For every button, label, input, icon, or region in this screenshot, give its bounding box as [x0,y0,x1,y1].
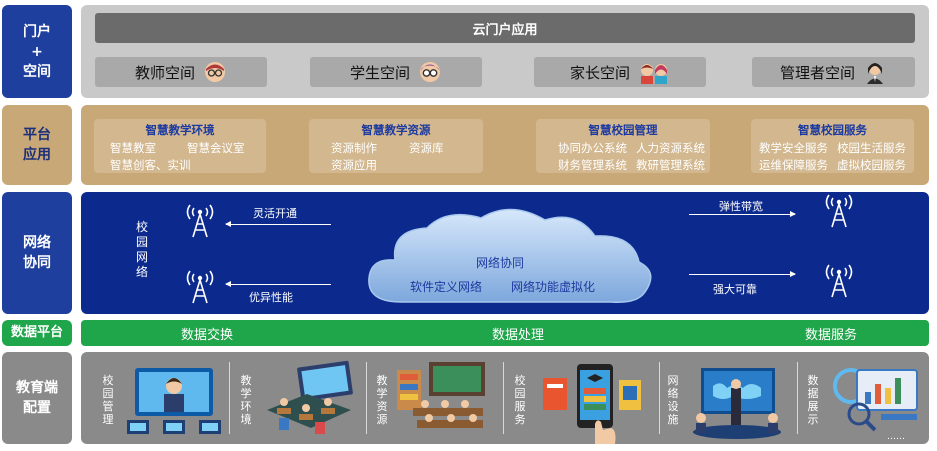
strong-reliability-label: 强大可靠 [713,283,757,296]
campus-network-label: 校园网络 [135,220,148,279]
data-platform-bar: 数据交换 数据处理 数据服务 [81,320,929,346]
data-display-illustration [833,368,918,432]
platform-item: 协同办公系统 [558,141,627,155]
excellent-performance-label: 优异性能 [249,291,293,304]
platform-item: 财务管理系统 [558,158,627,172]
antenna-icon [186,204,214,238]
terminal-label: 校园服务 [514,374,526,426]
terminal-section: 校园管理 教学环境 教学资源 校园服务 [81,352,929,444]
parents-avatar-icon [641,64,667,84]
terminal-label: 数据展示 [807,374,819,426]
platform-item: 智慧教室 [110,141,156,155]
arrow-left-bottom [225,281,331,287]
platform-box-teaching-env: 智慧教学环境 智慧教室 智慧会议室 智慧创客、实训 [94,119,266,173]
terminal-label: 网络设施 [667,374,679,426]
space-label: 管理者空间 [779,63,855,82]
platform-item: 智慧会议室 [187,141,245,155]
divider [797,362,798,434]
campus-management-illustration [127,368,221,434]
divider [229,362,230,434]
terminal-label: 教学环境 [240,374,252,426]
teaching-resources-illustration [397,362,485,428]
row-label-network: 网络 协同 [2,192,72,314]
cloud-icon [368,208,652,304]
space-manager: 管理者空间 [752,57,915,87]
row-label-data: 数据平台 [2,320,72,346]
teacher-avatar-icon [205,62,225,82]
elastic-bandwidth-label: 弹性带宽 [719,200,763,213]
platform-item: 智慧创客、实训 [110,158,191,172]
platform-item: 人力资源系统 [636,141,705,155]
platform-item: 资源制作 [331,141,377,155]
platform-box-title: 智慧教学资源 [361,123,431,137]
divider [659,362,660,434]
arrow-right-top [689,211,796,217]
platform-box-title: 智慧教学环境 [145,123,215,137]
network-section: 校园网络 灵活开通 优异性能 弹性带宽 强大可靠 [81,192,929,314]
arrow-right-bottom [689,271,796,277]
campus-services-illustration [543,364,641,444]
row-label-platform: 平台 应用 [2,105,72,185]
platform-box-campus-management: 智慧校园管理 协同办公系统 人力资源系统 财务管理系统 教研管理系统 [536,119,710,173]
arrow-left-top [225,221,331,227]
divider [366,362,367,434]
nfv-label: 网络功能虚拟化 [511,280,596,294]
platform-item: 运维保障服务 [759,158,828,172]
platform-box-teaching-resources: 智慧教学资源 资源制作 资源库 资源应用 [309,119,483,173]
data-processing-label: 数据处理 [492,328,545,343]
cloud-title: 网络协同 [476,256,525,270]
data-service-label: 数据服务 [805,328,858,343]
more-ellipsis: …… [887,432,905,442]
platform-item: 资源库 [409,141,444,155]
platform-box-title: 智慧校园管理 [588,123,658,137]
network-facilities-illustration [693,368,781,439]
sdn-label: 软件定义网络 [410,280,483,294]
divider [503,362,504,434]
platform-box-title: 智慧校园服务 [798,123,867,137]
cloud-portal-bar: 云门户应用 [95,13,915,43]
platform-item: 校园生活服务 [837,141,906,155]
row-label-terminal: 教育端 配置 [2,352,72,444]
teaching-environment-illustration [267,360,353,434]
platform-item: 教研管理系统 [636,158,705,172]
space-label: 学生空间 [349,63,410,82]
platform-item: 虚拟校园服务 [837,158,906,172]
platform-item: 资源应用 [331,158,377,172]
platform-box-campus-services: 智慧校园服务 教学安全服务 校园生活服务 运维保障服务 虚拟校园服务 [751,119,914,173]
student-avatar-icon [420,62,440,82]
space-student: 学生空间 [310,57,482,87]
space-teacher: 教师空间 [95,57,267,87]
terminal-label: 校园管理 [102,374,114,426]
platform-item: 教学安全服务 [759,141,828,155]
manager-avatar-icon [867,63,883,84]
terminal-label: 教学资源 [376,374,388,426]
flexible-provisioning-label: 灵活开通 [253,207,297,220]
space-label: 教师空间 [134,63,195,82]
portal-section: 云门户应用 教师空间 学生空间 家长空间 管理者空间 [81,5,929,98]
antenna-icon [825,264,853,298]
row-label-portal: 门户 + 空间 [2,5,72,98]
space-label: 家长空间 [569,63,630,82]
platform-section: 智慧教学环境 智慧教室 智慧会议室 智慧创客、实训 智慧教学资源 资源制作 资源… [81,105,929,185]
antenna-icon [825,194,853,228]
space-parent: 家长空间 [534,57,706,87]
antenna-icon [186,270,214,304]
data-exchange-label: 数据交换 [181,328,234,343]
